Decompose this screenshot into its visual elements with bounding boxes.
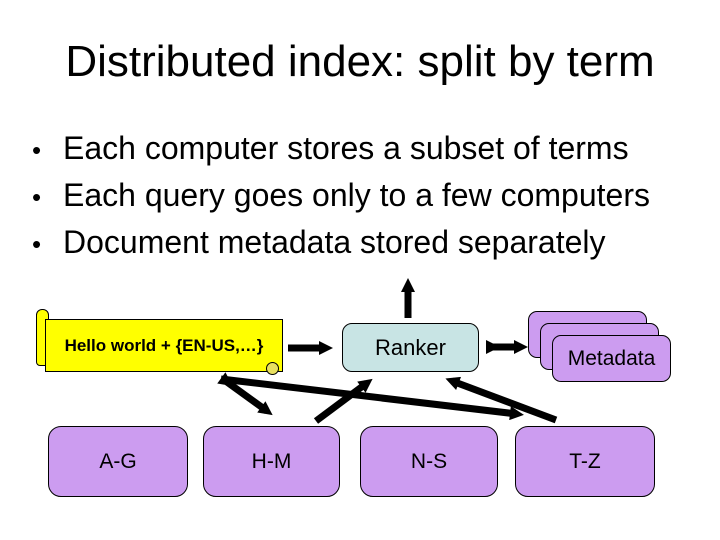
shard-label: A-G xyxy=(99,449,137,473)
metadata-node: Metadata xyxy=(552,335,671,382)
query-banner-label: Hello world + {EN-US,…} xyxy=(64,335,264,355)
shard-label: N-S xyxy=(410,449,448,473)
bullet-item: • Each computer stores a subset of terms xyxy=(32,125,692,172)
bullet-item: • Document metadata stored separately xyxy=(32,219,692,266)
bullet-list: • Each computer stores a subset of terms… xyxy=(32,125,692,266)
shard-node-n-s: N-S xyxy=(360,426,498,497)
shard-node-a-g: A-G xyxy=(48,426,188,497)
arrow-query-to-tz xyxy=(220,375,524,421)
arrow-query-hm xyxy=(217,372,273,416)
arrow-tz-to-ranker xyxy=(445,376,558,424)
query-banner-body: Hello world + {EN-US,…} xyxy=(45,319,283,372)
bullet-item: • Each query goes only to a few computer… xyxy=(32,172,692,219)
shard-label: T-Z xyxy=(569,449,601,473)
shard-node-t-z: T-Z xyxy=(515,426,655,497)
bullet-text: Each query goes only to a few computers xyxy=(63,177,650,213)
arrow-hm-to-ranker xyxy=(313,378,373,424)
ranker-label: Ranker xyxy=(375,334,446,360)
scroll-curl xyxy=(266,362,279,375)
shard-node-h-m: H-M xyxy=(203,426,340,497)
slide-title: Distributed index: split by term xyxy=(65,37,655,86)
bullet-text: Each computer stores a subset of terms xyxy=(63,130,629,166)
ranker-node: Ranker xyxy=(342,323,479,372)
shard-label: H-M xyxy=(251,449,292,473)
metadata-label: Metadata xyxy=(567,346,656,370)
bullet-marker: • xyxy=(32,229,42,259)
bullet-marker: • xyxy=(32,182,42,212)
bullet-text: Document metadata stored separately xyxy=(63,224,606,260)
bullet-marker: • xyxy=(32,135,42,165)
